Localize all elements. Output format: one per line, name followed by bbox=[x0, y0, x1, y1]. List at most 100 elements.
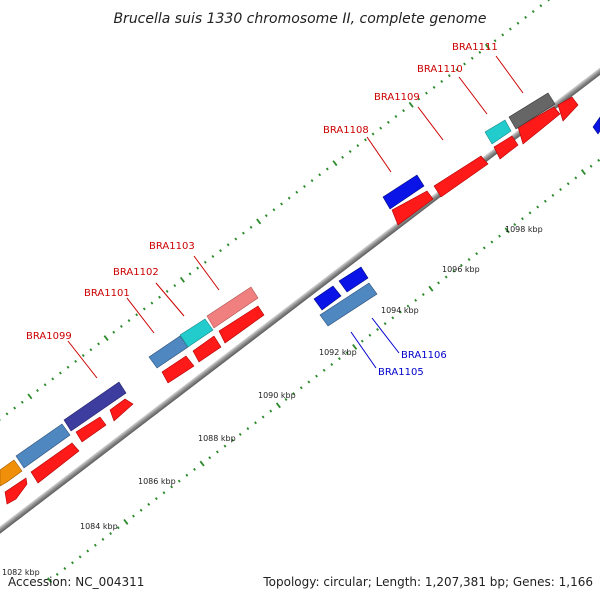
gene-arrow[interactable] bbox=[206, 286, 259, 329]
gene-arrow[interactable] bbox=[4, 477, 28, 505]
minor-tick bbox=[185, 473, 189, 477]
minor-tick bbox=[150, 301, 154, 305]
gene-arrow[interactable] bbox=[192, 335, 222, 363]
minor-tick bbox=[322, 368, 326, 372]
forward-tick-track bbox=[0, 0, 550, 422]
genome-summary-text: Topology: circular; Length: 1,207,381 bp… bbox=[262, 575, 593, 589]
kbp-label: 1086 kbp bbox=[138, 477, 176, 486]
minor-tick bbox=[284, 397, 288, 401]
minor-tick bbox=[119, 324, 123, 328]
gene-arrow[interactable] bbox=[63, 381, 127, 432]
minor-tick bbox=[455, 68, 459, 72]
minor-tick bbox=[348, 149, 352, 153]
minor-tick bbox=[501, 33, 505, 37]
minor-tick bbox=[280, 202, 283, 206]
minor-tick bbox=[551, 193, 555, 197]
minor-tick bbox=[188, 272, 192, 276]
minor-tick bbox=[470, 56, 474, 60]
gene-arrow[interactable] bbox=[179, 318, 214, 348]
gene-label[interactable]: BRA1099 bbox=[26, 331, 72, 342]
gene-arrow[interactable] bbox=[484, 119, 512, 145]
gene-arrow[interactable] bbox=[493, 135, 519, 160]
gene-arrow[interactable] bbox=[508, 92, 556, 130]
minor-tick bbox=[215, 450, 219, 454]
gene-label[interactable]: BRA1106 bbox=[401, 350, 447, 361]
reverse-tick-track bbox=[47, 158, 600, 584]
minor-tick bbox=[246, 427, 250, 431]
minor-tick bbox=[0, 418, 1, 422]
minor-tick bbox=[287, 196, 291, 200]
gene-arrow[interactable] bbox=[433, 155, 489, 198]
gene-arrow[interactable] bbox=[30, 442, 80, 484]
map-title: Brucella suis 1330 chromosome II, comple… bbox=[113, 11, 486, 27]
minor-tick bbox=[97, 342, 100, 346]
kbp-label: 1096 kbp bbox=[442, 265, 480, 274]
minor-tick bbox=[386, 120, 390, 124]
minor-tick bbox=[55, 572, 59, 576]
gene-arrow[interactable] bbox=[109, 398, 134, 422]
gene-label[interactable]: BRA1102 bbox=[113, 267, 159, 278]
minor-tick bbox=[302, 184, 306, 188]
minor-tick bbox=[135, 313, 139, 317]
minor-tick bbox=[81, 354, 85, 358]
minor-tick bbox=[307, 380, 311, 384]
minor-tick bbox=[203, 260, 207, 264]
kbp-label: 1092 kbp bbox=[319, 348, 357, 357]
gene-arrow[interactable] bbox=[517, 106, 561, 145]
minor-tick bbox=[165, 289, 169, 293]
minor-tick bbox=[516, 21, 520, 25]
gene-arrow[interactable] bbox=[0, 459, 23, 487]
minor-tick bbox=[432, 85, 436, 89]
minor-tick bbox=[299, 386, 303, 390]
minor-tick bbox=[112, 330, 116, 334]
minor-tick bbox=[86, 549, 90, 553]
major-tick bbox=[275, 402, 281, 409]
kbp-label: 1098 kbp bbox=[505, 225, 543, 234]
minor-tick bbox=[58, 371, 62, 375]
major-tick bbox=[504, 227, 510, 234]
minor-tick bbox=[513, 223, 517, 227]
minor-tick bbox=[508, 27, 512, 31]
gene-arrow[interactable] bbox=[382, 174, 425, 210]
minor-tick bbox=[574, 176, 578, 180]
minor-tick bbox=[421, 292, 425, 296]
gene-label[interactable]: BRA1111 bbox=[452, 42, 498, 53]
minor-tick bbox=[547, 0, 550, 2]
gene-label[interactable]: BRA1110 bbox=[417, 64, 463, 75]
gene-arrow[interactable] bbox=[218, 305, 265, 344]
gene-label[interactable]: BRA1105 bbox=[378, 367, 424, 378]
minor-tick bbox=[452, 269, 456, 273]
gene-arrow[interactable] bbox=[15, 423, 71, 469]
minor-tick bbox=[74, 359, 78, 363]
minor-tick bbox=[238, 432, 242, 436]
gene-label[interactable]: BRA1103 bbox=[149, 241, 195, 252]
major-tick bbox=[352, 344, 358, 350]
gene-arrow[interactable] bbox=[391, 190, 434, 226]
gene-arrow[interactable] bbox=[592, 116, 600, 135]
minor-tick bbox=[478, 50, 482, 54]
gene-arrow[interactable] bbox=[75, 416, 107, 443]
minor-tick bbox=[467, 258, 471, 262]
gene-arrow[interactable] bbox=[557, 96, 579, 122]
gene-label[interactable]: BRA1109 bbox=[374, 92, 420, 103]
gene-arrow[interactable] bbox=[338, 266, 369, 293]
minor-tick bbox=[154, 497, 158, 501]
gene-label[interactable]: BRA1108 bbox=[323, 125, 369, 136]
gene-label[interactable]: BRA1101 bbox=[84, 288, 130, 299]
gene-arrow[interactable] bbox=[161, 355, 195, 384]
gene-arrow[interactable] bbox=[319, 282, 378, 327]
major-tick bbox=[332, 160, 338, 167]
minor-tick bbox=[223, 444, 227, 448]
minor-tick bbox=[261, 415, 265, 419]
kbp-label: 1088 kbp bbox=[198, 434, 236, 443]
major-tick bbox=[123, 518, 129, 525]
minor-tick bbox=[597, 158, 600, 162]
minor-tick bbox=[241, 231, 245, 235]
minor-tick bbox=[475, 252, 479, 256]
gene-arrow[interactable] bbox=[313, 285, 342, 311]
minor-tick bbox=[543, 199, 547, 203]
minor-tick bbox=[116, 526, 120, 530]
minor-tick bbox=[345, 351, 349, 355]
minor-tick bbox=[173, 284, 177, 288]
minor-tick bbox=[211, 254, 215, 258]
